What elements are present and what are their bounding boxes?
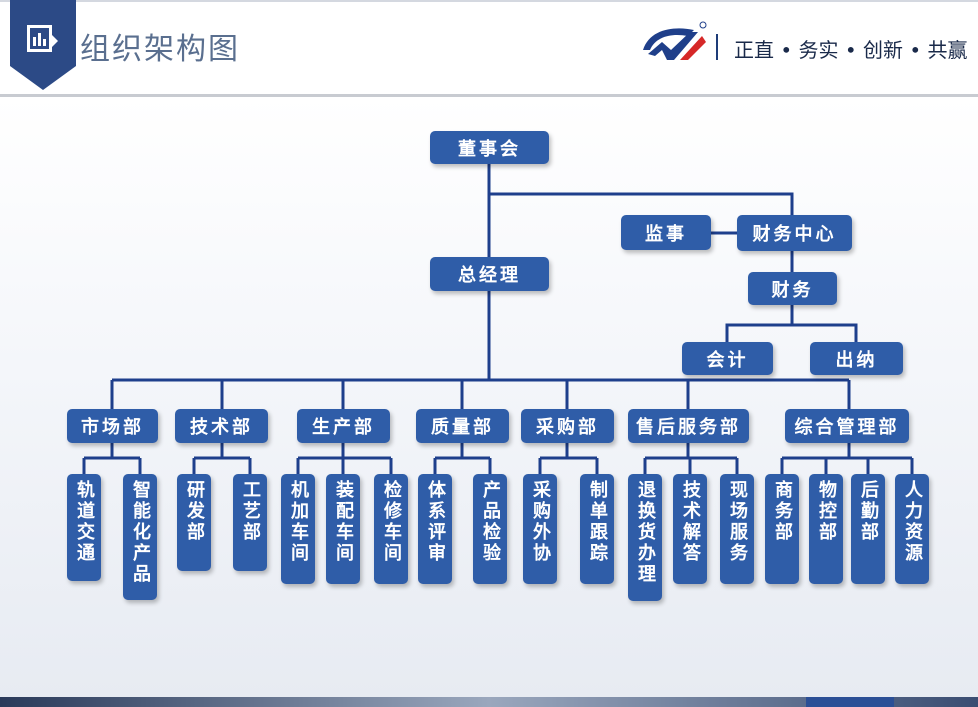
- node-supervisor: 监事: [621, 215, 711, 250]
- sub-system-review: 体系评审: [418, 474, 452, 584]
- company-slogan: 正直 • 务实 • 创新 • 共赢: [734, 38, 968, 62]
- dept-purchasing: 采购部: [521, 409, 614, 443]
- sub-material-control: 物控部: [809, 474, 843, 584]
- footer-accent: [806, 697, 894, 707]
- top-border: [0, 0, 978, 2]
- sub-rail-transit: 轨道交通: [67, 474, 101, 581]
- sub-field-service: 现场服务: [720, 474, 754, 584]
- sub-outsourcing: 采购外协: [523, 474, 557, 584]
- node-finance: 财务: [748, 272, 837, 305]
- node-board: 董事会: [430, 131, 549, 164]
- logo-separator: [716, 34, 718, 60]
- sub-business: 商务部: [765, 474, 799, 584]
- chart-doc-icon: [27, 25, 58, 52]
- node-general-manager: 总经理: [430, 257, 549, 291]
- sub-repair-workshop: 检修车间: [374, 474, 408, 584]
- header-divider: [0, 94, 978, 97]
- sub-assembly-workshop: 装配车间: [326, 474, 360, 584]
- dept-after-sales: 售后服务部: [628, 409, 749, 443]
- sub-tech-support: 技术解答: [673, 474, 707, 584]
- sub-process: 工艺部: [233, 474, 267, 571]
- node-cashier: 出纳: [810, 342, 903, 375]
- sub-returns: 退换货办理: [628, 474, 662, 601]
- sub-smart-products: 智能化产品: [123, 474, 157, 600]
- dept-technology: 技术部: [175, 409, 268, 443]
- sub-order-tracking: 制单跟踪: [580, 474, 614, 584]
- dept-quality: 质量部: [416, 409, 509, 443]
- sub-logistics: 后勤部: [851, 474, 885, 584]
- sub-human-resources: 人力资源: [895, 474, 929, 584]
- sub-machining-workshop: 机加车间: [281, 474, 315, 584]
- dept-marketing: 市场部: [67, 409, 158, 443]
- dept-production: 生产部: [297, 409, 390, 443]
- node-finance-center: 财务中心: [737, 215, 852, 251]
- node-accounting: 会计: [682, 342, 773, 375]
- sub-product-inspection: 产品检验: [473, 474, 507, 584]
- page-title: 组织架构图: [80, 32, 240, 67]
- footer-bar: [0, 697, 978, 707]
- sub-rnd: 研发部: [177, 474, 211, 571]
- header-badge: [10, 0, 76, 90]
- company-logo: [643, 21, 707, 60]
- dept-general-admin: 综合管理部: [785, 409, 909, 443]
